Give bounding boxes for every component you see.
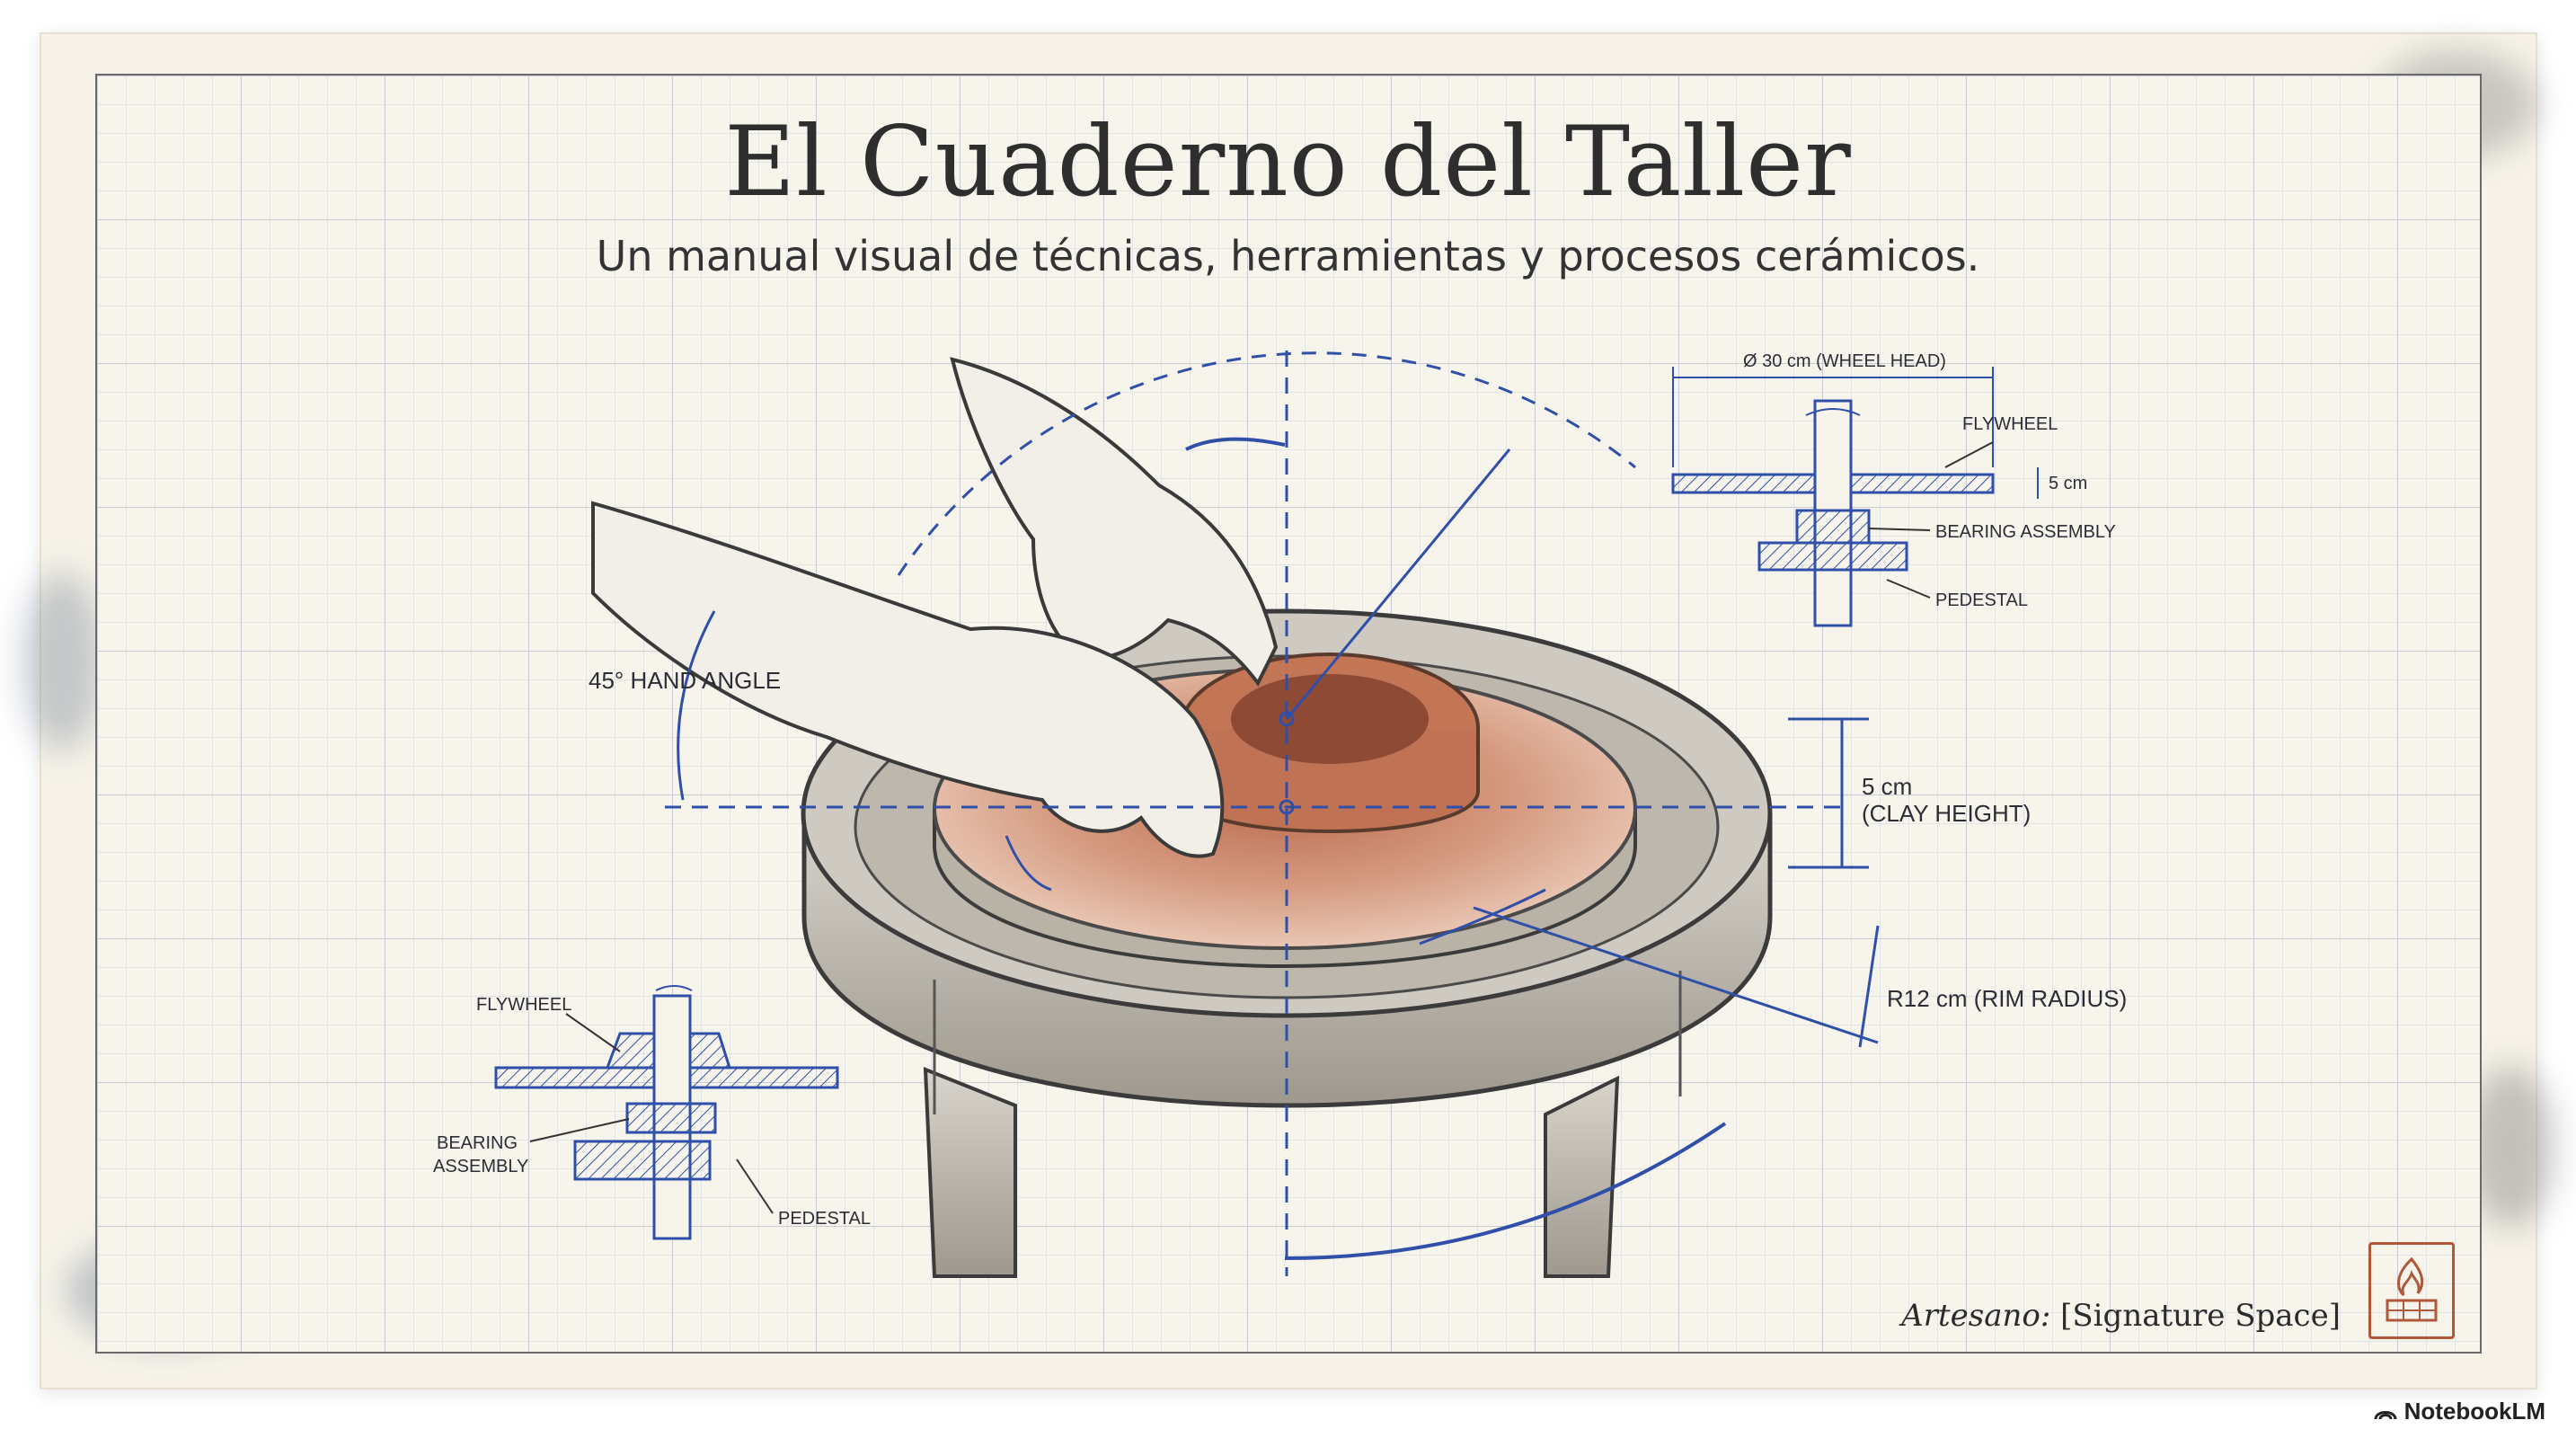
- dimension-lines: [665, 351, 1880, 1276]
- pedestal-label: PEDESTAL: [1935, 590, 2028, 610]
- flywheel-label: FLYWHEEL: [1962, 414, 2058, 434]
- wheel-legs: [923, 1066, 1620, 1278]
- detail-top-right: Ø 30 cm (WHEEL HEAD) FLYWHEEL 5 cm BEARI…: [1671, 351, 2116, 627]
- bearing-label-left-2: ASSEMBLY: [433, 1157, 528, 1176]
- signature-placeholder: [Signature Space]: [2060, 1298, 2341, 1334]
- detail-bottom-left: FLYWHEEL BEARING ASSEMBLY PEDESTAL: [433, 985, 871, 1240]
- flywheel-label-left: FLYWHEEL: [476, 995, 571, 1015]
- hand-angle-label: 45° HAND ANGLE: [589, 667, 781, 694]
- bearing-label: BEARING ASSEMBLY: [1935, 522, 2116, 542]
- notebooklm-logo-icon: [2374, 1410, 2397, 1419]
- notebooklm-watermark: NotebookLM: [2374, 1398, 2545, 1425]
- bearing-label-left: BEARING: [437, 1133, 518, 1153]
- page-subtitle: Un manual visual de técnicas, herramient…: [596, 232, 1980, 280]
- wheel-head-label: Ø 30 cm (WHEEL HEAD): [1743, 351, 1946, 371]
- paper-stain: [22, 572, 102, 751]
- watermark-text: NotebookLM: [2403, 1398, 2545, 1425]
- clay-height-label: 5 cm: [1862, 773, 1912, 800]
- pedestal-label-left: PEDESTAL: [778, 1209, 871, 1229]
- page-title: El Cuaderno del Taller: [724, 106, 1852, 218]
- signature-prefix: Artesano:: [1901, 1298, 2051, 1334]
- kiln-flame-icon: [2368, 1242, 2455, 1339]
- rim-radius-label: R12 cm (RIM RADIUS): [1887, 985, 2127, 1012]
- clay-height-label-detail: (CLAY HEIGHT): [1862, 800, 2031, 827]
- signature-line: Artesano: [Signature Space]: [1901, 1298, 2341, 1334]
- potter-hands: [591, 357, 1279, 858]
- thickness-label: 5 cm: [2049, 474, 2087, 493]
